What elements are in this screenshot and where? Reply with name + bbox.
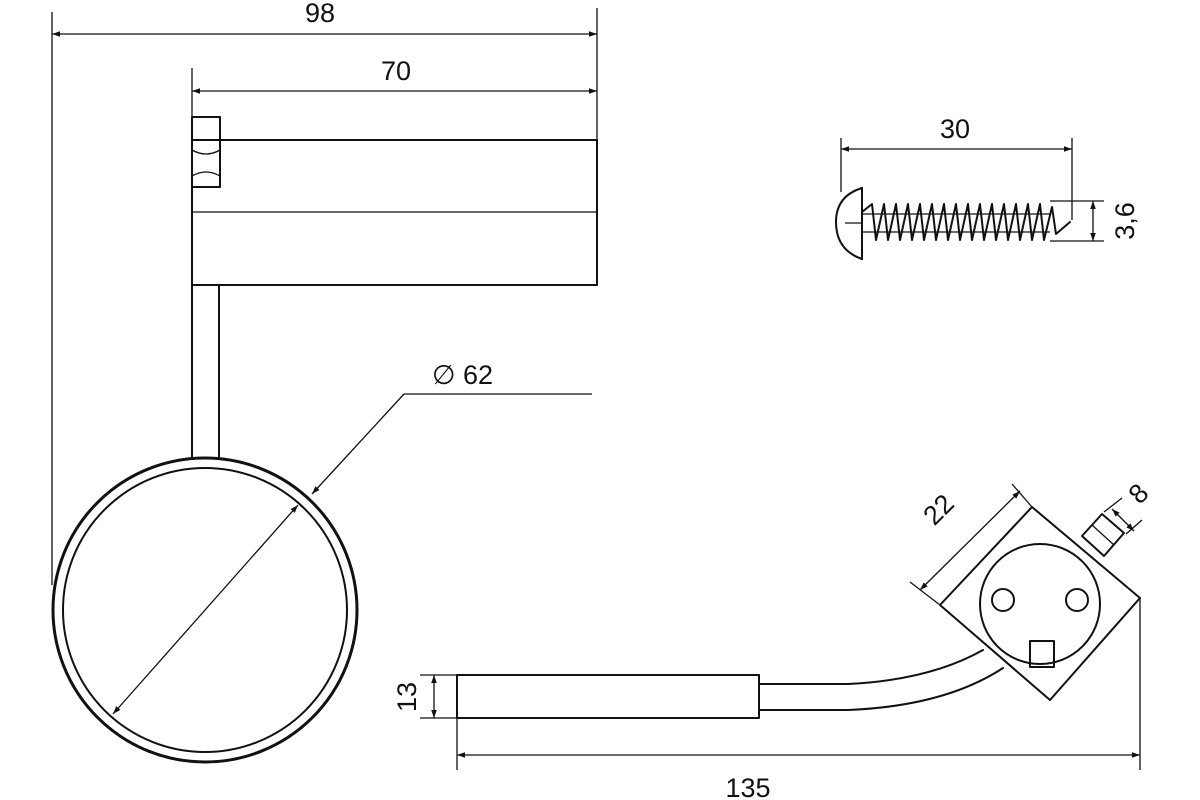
towel-ring bbox=[51, 456, 359, 764]
dim-3-6: 3,6 bbox=[1050, 200, 1140, 242]
dim-8: 8 bbox=[1103, 478, 1155, 535]
base-grub-screw bbox=[191, 116, 221, 188]
wall-base bbox=[191, 139, 598, 286]
screw bbox=[835, 187, 1071, 260]
dim-22-label: 22 bbox=[917, 488, 959, 530]
dim-13: 13 bbox=[392, 674, 457, 719]
dim-135: 135 bbox=[456, 598, 1141, 800]
dim-98-label: 98 bbox=[305, 0, 335, 28]
dim-98: 98 bbox=[51, 0, 598, 585]
side-grub-screw bbox=[1081, 513, 1125, 557]
dim-13-label: 13 bbox=[392, 682, 422, 712]
dim-diameter-62: ∅ 62 bbox=[112, 360, 592, 715]
vertical-rod bbox=[191, 284, 220, 459]
horizontal-arm bbox=[456, 649, 1004, 719]
dim-30: 30 bbox=[840, 114, 1073, 220]
plan-view bbox=[456, 506, 1141, 719]
dim-3-6-label: 3,6 bbox=[1110, 202, 1140, 240]
wall-plate bbox=[939, 506, 1141, 701]
dim-22: 22 bbox=[909, 483, 1033, 606]
dim-70: 70 bbox=[191, 56, 597, 117]
dim-62-label: ∅ 62 bbox=[432, 360, 493, 390]
dim-70-label: 70 bbox=[381, 56, 411, 86]
dim-135-label: 135 bbox=[725, 773, 770, 800]
side-view bbox=[51, 116, 598, 764]
dim-8-label: 8 bbox=[1123, 478, 1155, 510]
dim-30-label: 30 bbox=[940, 114, 970, 144]
